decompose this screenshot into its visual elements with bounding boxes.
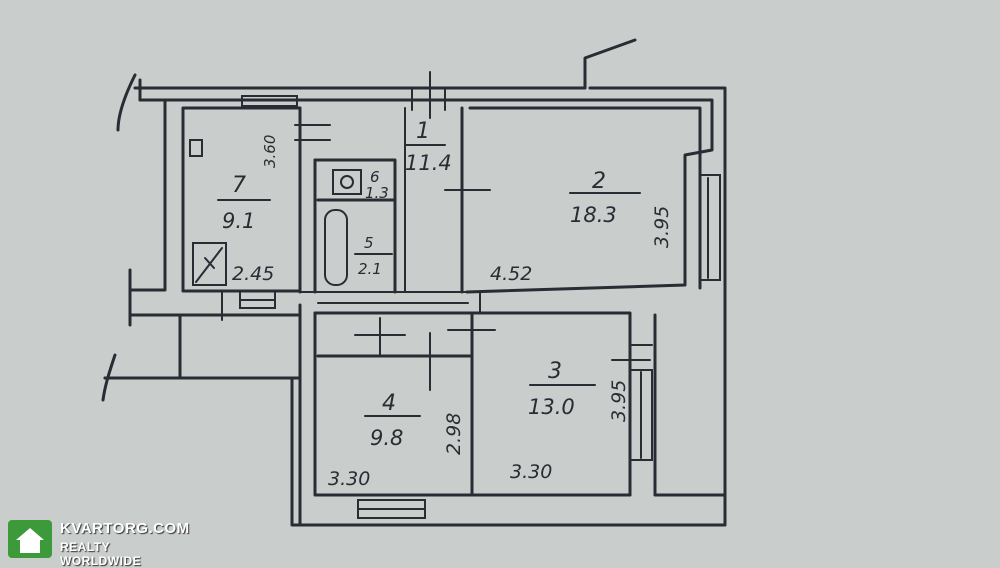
lower-room-walls: [298, 291, 727, 527]
room-5-area: 2.1: [358, 260, 382, 278]
room-2-walls: [444, 106, 721, 294]
room-1-number: 1: [416, 119, 430, 144]
room-5-number: 5: [364, 234, 374, 252]
watermark-brand: KVARTORG.COM: [60, 520, 190, 537]
room-3-area: 13.0: [528, 395, 575, 419]
room-7-number: 7: [232, 173, 246, 198]
room-2-width: 4.52: [490, 263, 532, 285]
room-7-area: 9.1: [222, 209, 255, 233]
room-labels: 1 11.4 2 18.3 3 13.0 4 9.8 5 2.1 6 1.3 7…: [217, 119, 641, 450]
house-icon: [8, 520, 52, 558]
bathroom-walls: [294, 71, 469, 304]
room-4-width: 3.30: [328, 468, 370, 490]
room-2-area: 18.3: [570, 203, 617, 227]
room-2-depth: 3.95: [651, 206, 673, 248]
room-4-number: 4: [382, 391, 396, 416]
room-7-walls: [181, 95, 302, 321]
room-6-area: 1.3: [365, 184, 389, 202]
room-3-depth: 3.95: [608, 380, 630, 422]
room-4-area: 9.8: [370, 426, 403, 450]
watermark-logo: KVARTORG.COM REALTY WORLDWIDE: [8, 518, 190, 568]
room-7-depth: 3.60: [261, 135, 279, 168]
room-2-number: 2: [592, 169, 606, 194]
room-1-area: 11.4: [405, 151, 452, 175]
room-6-number: 6: [370, 168, 380, 186]
room-4-depth: 2.98: [443, 413, 465, 455]
dimension-labels: 4.52 3.95 3.95 3.30 3.30 2.98 2.45 3.60: [232, 135, 673, 490]
room-3-number: 3: [548, 359, 562, 384]
room-3-width: 3.30: [510, 461, 552, 483]
room-7-width: 2.45: [232, 263, 274, 285]
watermark-tagline: REALTY WORLDWIDE: [60, 540, 142, 568]
